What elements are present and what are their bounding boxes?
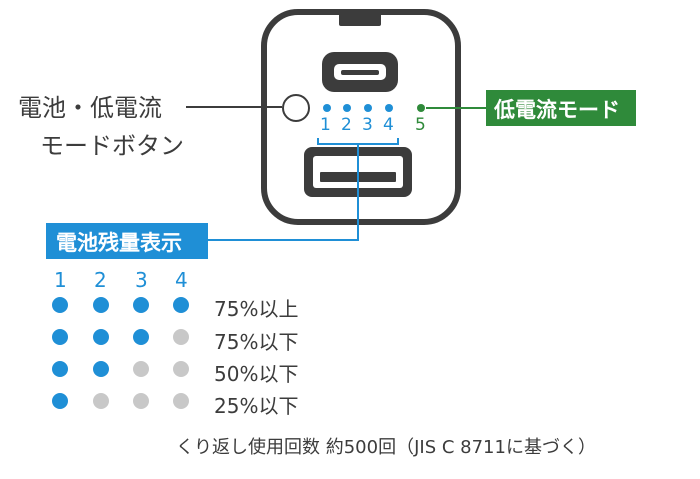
legend-dot-r2-c4 [173, 329, 189, 345]
legend-row-label-2: 75%以下 [214, 330, 299, 354]
legend-dot-r1-c2 [93, 297, 109, 313]
low-current-tag: 低電流モード [494, 98, 620, 122]
low-current-tag-box [486, 90, 636, 126]
legend-dot-r4-c2 [93, 393, 109, 409]
legend-dots [52, 297, 189, 409]
button-label-line2: モードボタン [40, 132, 184, 160]
indicator-led-4 [385, 104, 393, 112]
indicator-number-5: 5 [415, 115, 426, 135]
mode-button [282, 94, 310, 122]
indicator-number-2: 2 [341, 115, 352, 135]
legend-header-3: 3 [135, 268, 148, 292]
battery-tag-box [46, 223, 208, 259]
indicator-led-3 [364, 104, 372, 112]
legend-header-2: 2 [94, 268, 107, 292]
button-label-line1: 電池・低電流 [18, 94, 162, 122]
micro-usb-tongue [341, 70, 379, 75]
legend-dot-r1-c1 [52, 297, 68, 313]
legend-dot-r2-c2 [93, 329, 109, 345]
top-notch [339, 12, 381, 26]
indicator-led-1 [323, 104, 331, 112]
legend-dot-r3-c3 [133, 361, 149, 377]
legend-header-4: 4 [175, 268, 188, 292]
indicator-led-2 [343, 104, 351, 112]
legend-row-label-4: 25%以下 [214, 394, 299, 418]
footnote: くり返し使用回数 約500回（JIS C 8711に基づく） [176, 437, 596, 458]
indicator-led-5 [417, 104, 425, 112]
legend-dot-r1-c3 [133, 297, 149, 313]
indicator-number-4: 4 [383, 115, 394, 135]
legend-dot-r3-c4 [173, 361, 189, 377]
battery-tag: 電池残量表示 [56, 231, 182, 255]
legend-dot-r4-c4 [173, 393, 189, 409]
legend-dot-r3-c2 [93, 361, 109, 377]
legend-header-1: 1 [54, 268, 67, 292]
indicator-number-1: 1 [320, 115, 331, 135]
legend-dot-r3-c1 [52, 361, 68, 377]
legend-dot-r4-c1 [52, 393, 68, 409]
legend-dot-r4-c3 [133, 393, 149, 409]
indicator-number-3: 3 [362, 115, 373, 135]
legend-row-label-3: 50%以下 [214, 362, 299, 386]
legend-dot-r2-c3 [133, 329, 149, 345]
legend-row-label-1: 75%以上 [214, 297, 299, 321]
legend-dot-r1-c4 [173, 297, 189, 313]
legend-dot-r2-c1 [52, 329, 68, 345]
